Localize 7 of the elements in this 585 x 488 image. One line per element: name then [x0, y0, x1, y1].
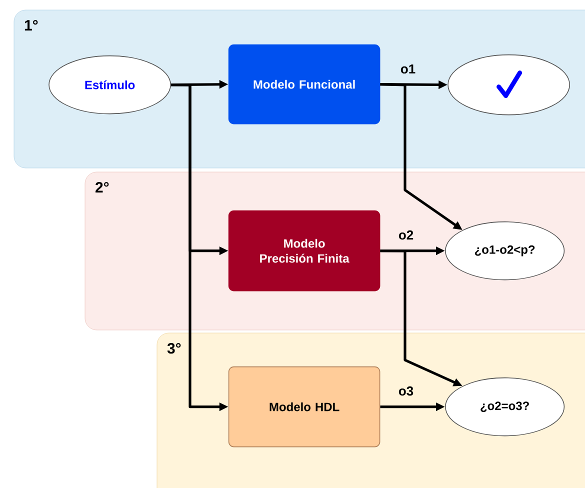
process-box: Modelo Precisión Finita [228, 210, 380, 292]
process-box: Modelo HDL [228, 366, 380, 448]
edge-label: o1 [400, 64, 416, 74]
edge-label: o3 [398, 386, 414, 396]
result-ellipse [448, 54, 570, 116]
process-box: Modelo Funcional [228, 44, 380, 124]
edge-label: o2 [398, 230, 414, 240]
